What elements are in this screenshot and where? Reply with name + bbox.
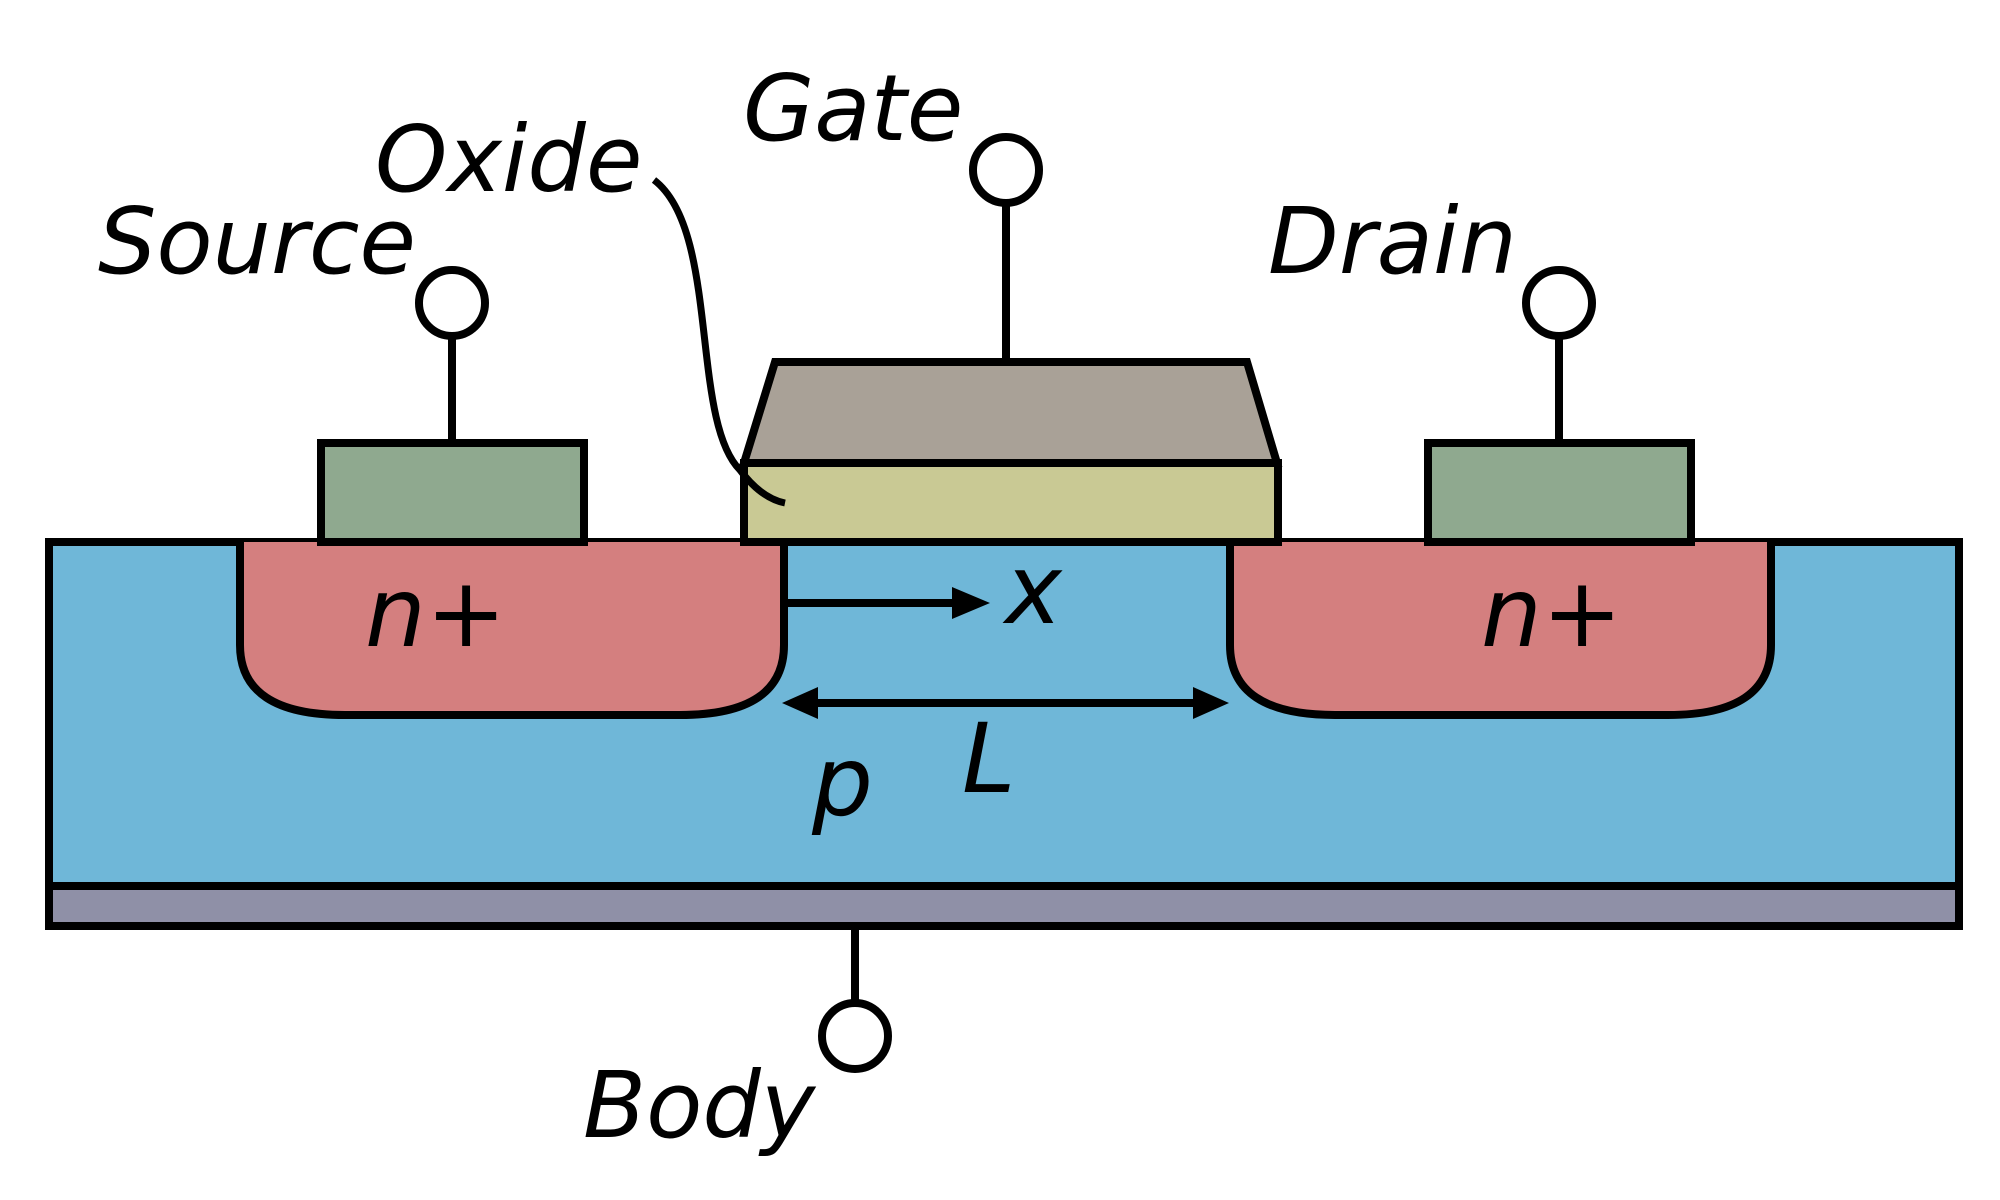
body-plate xyxy=(45,882,1963,930)
x-label: x xyxy=(1002,534,1063,646)
oxide-layer xyxy=(740,459,1282,546)
n-plus-label-right: n+ xyxy=(1481,557,1622,669)
l-arrow-head-left-icon xyxy=(782,687,818,719)
gate-label: Gate xyxy=(743,55,963,162)
oxide-callout-line xyxy=(651,177,786,507)
n-plus-well-right xyxy=(1226,542,1775,719)
oxide-label: Oxide xyxy=(375,106,642,213)
gate-electrode xyxy=(738,358,1283,467)
drain-label: Drain xyxy=(1268,188,1517,295)
source-label: Source xyxy=(98,188,416,295)
drain-contact xyxy=(1424,439,1695,546)
l-label: L xyxy=(962,703,1015,815)
n-plus-well-left xyxy=(236,542,788,719)
source-contact xyxy=(317,439,588,546)
drain-terminal-icon xyxy=(1522,266,1596,340)
l-arrow-head-right-icon xyxy=(1193,687,1229,719)
body-terminal-icon xyxy=(818,999,892,1073)
x-arrow-head-icon xyxy=(952,587,990,619)
p-label: p xyxy=(811,726,873,838)
source-terminal-icon xyxy=(415,266,489,340)
body-label: Body xyxy=(583,1052,817,1159)
n-plus-label-left: n+ xyxy=(365,557,506,669)
gate-terminal-icon xyxy=(969,133,1043,207)
